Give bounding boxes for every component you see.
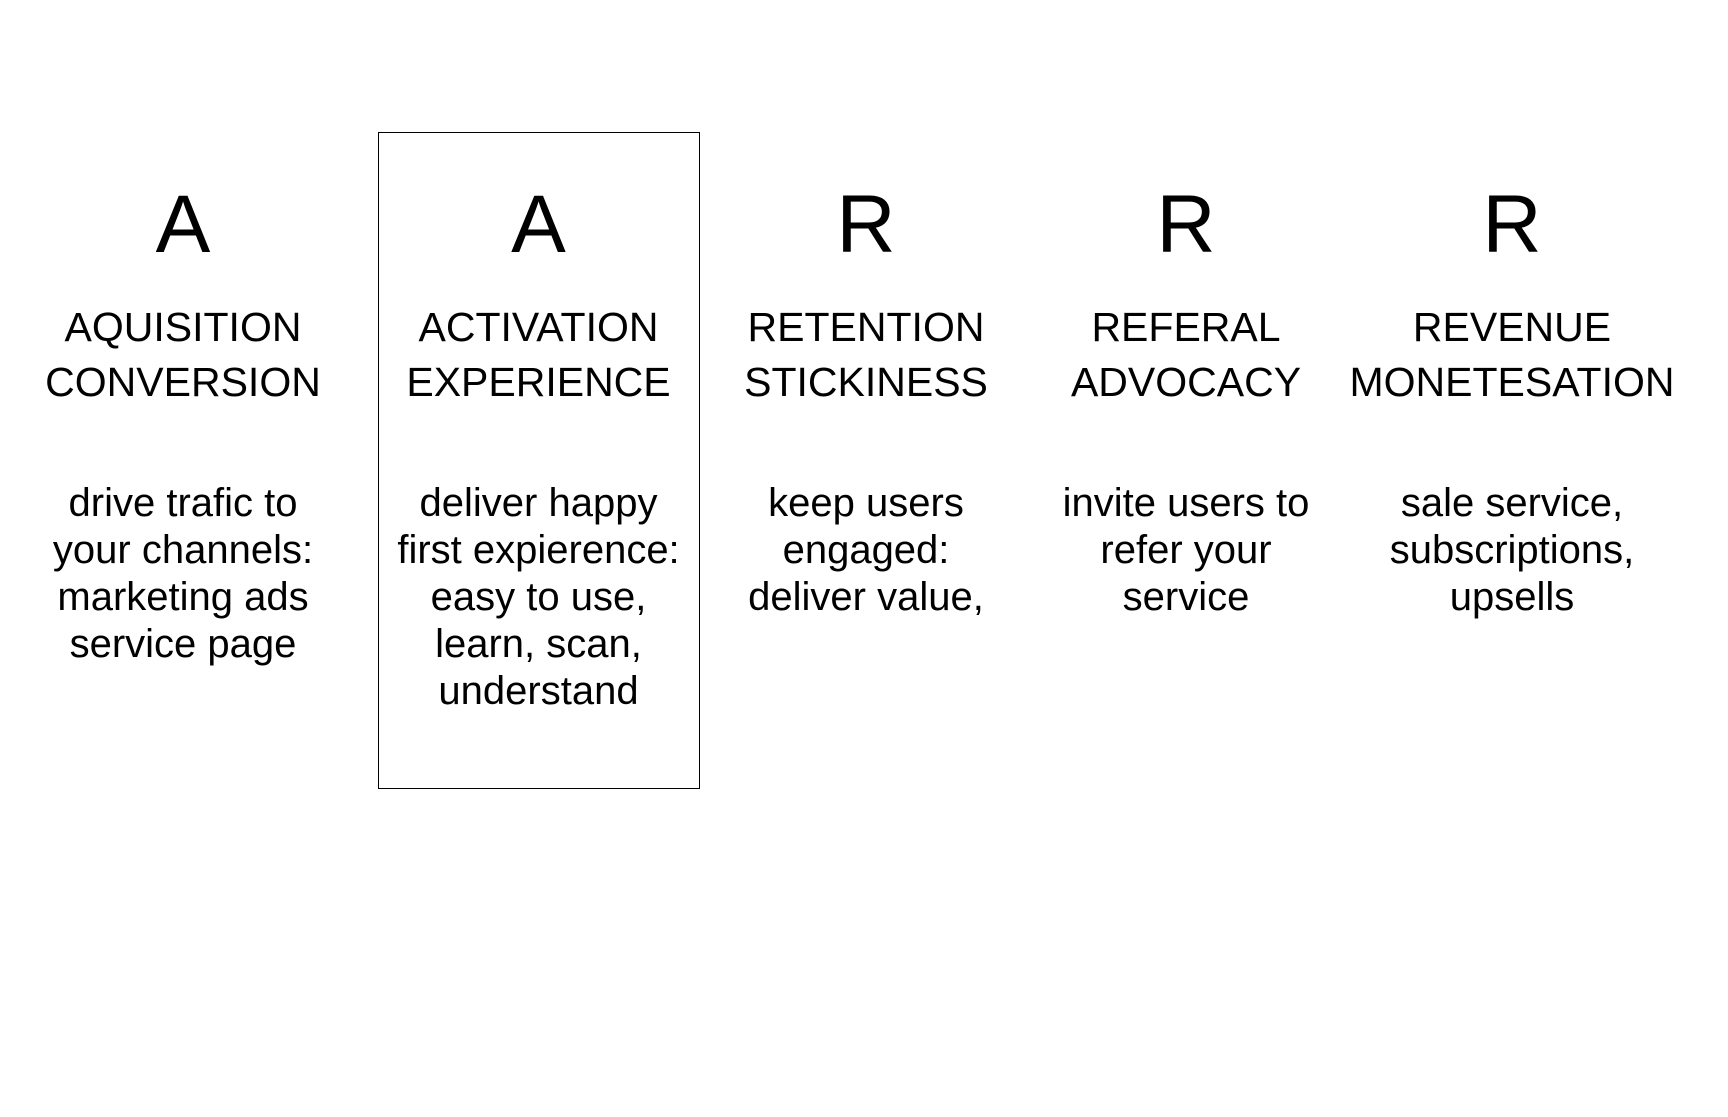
description-line: subscriptions,	[1389, 528, 1635, 572]
description-line: invite users to	[1062, 481, 1310, 525]
column-description: drive trafic to your channels: marketing…	[23, 480, 343, 668]
title-line: REFERAL	[1091, 304, 1281, 350]
description-line: learn, scan,	[435, 622, 642, 666]
column-title: REFERAL ADVOCACY	[1026, 300, 1346, 410]
column-description: keep users engaged: deliver value,	[706, 480, 1026, 621]
title-line: EXPERIENCE	[406, 359, 671, 405]
column-title: RETENTION STICKINESS	[706, 300, 1026, 410]
title-line: ACTIVATION	[418, 304, 659, 350]
title-line: STICKINESS	[744, 359, 988, 405]
funnel-letter: A	[155, 179, 211, 270]
funnel-letter: R	[1482, 179, 1542, 270]
column-revenue: R REVENUE MONETESATION sale service, sub…	[1322, 0, 1702, 1117]
description-line: deliver value,	[748, 575, 984, 619]
column-description: deliver happy first expierence: easy to …	[378, 480, 699, 715]
title-line: ADVOCACY	[1070, 359, 1302, 405]
funnel-letter: R	[1156, 179, 1216, 270]
activation-highlight-box	[378, 132, 700, 789]
description-line: refer your	[1100, 528, 1272, 572]
column-referral: R REFERAL ADVOCACY invite users to refer…	[1026, 0, 1346, 1117]
column-title: ACTIVATION EXPERIENCE	[378, 300, 699, 410]
column-title: AQUISITION CONVERSION	[23, 300, 343, 410]
description-line: keep users	[768, 481, 964, 525]
description-line: drive trafic to	[68, 481, 298, 525]
description-line: service page	[69, 622, 297, 666]
description-line: marketing ads	[57, 575, 309, 619]
funnel-letter: A	[511, 179, 566, 270]
description-line: deliver happy	[419, 481, 658, 525]
column-retention: R RETENTION STICKINESS keep users engage…	[706, 0, 1026, 1117]
description-line: sale service,	[1400, 481, 1624, 525]
column-activation: A ACTIVATION EXPERIENCE deliver happy fi…	[378, 0, 699, 1117]
column-description: invite users to refer your service	[1026, 480, 1346, 621]
column-acquisition: A AQUISITION CONVERSION drive trafic to …	[23, 0, 343, 1117]
description-line: engaged:	[782, 528, 950, 572]
column-title: REVENUE MONETESATION	[1322, 300, 1702, 410]
description-line: service	[1122, 575, 1250, 619]
funnel-letter: R	[836, 179, 896, 270]
description-line: first expierence:	[397, 528, 680, 572]
column-description: sale service, subscriptions, upsells	[1322, 480, 1702, 621]
title-line: RETENTION	[747, 304, 985, 350]
description-line: easy to use,	[430, 575, 647, 619]
description-line: your channels:	[52, 528, 314, 572]
title-line: CONVERSION	[45, 359, 321, 405]
title-line: AQUISITION	[64, 304, 302, 350]
title-line: MONETESATION	[1349, 359, 1675, 405]
description-line: upsells	[1449, 575, 1575, 619]
description-line: understand	[438, 669, 639, 713]
title-line: REVENUE	[1412, 304, 1612, 350]
